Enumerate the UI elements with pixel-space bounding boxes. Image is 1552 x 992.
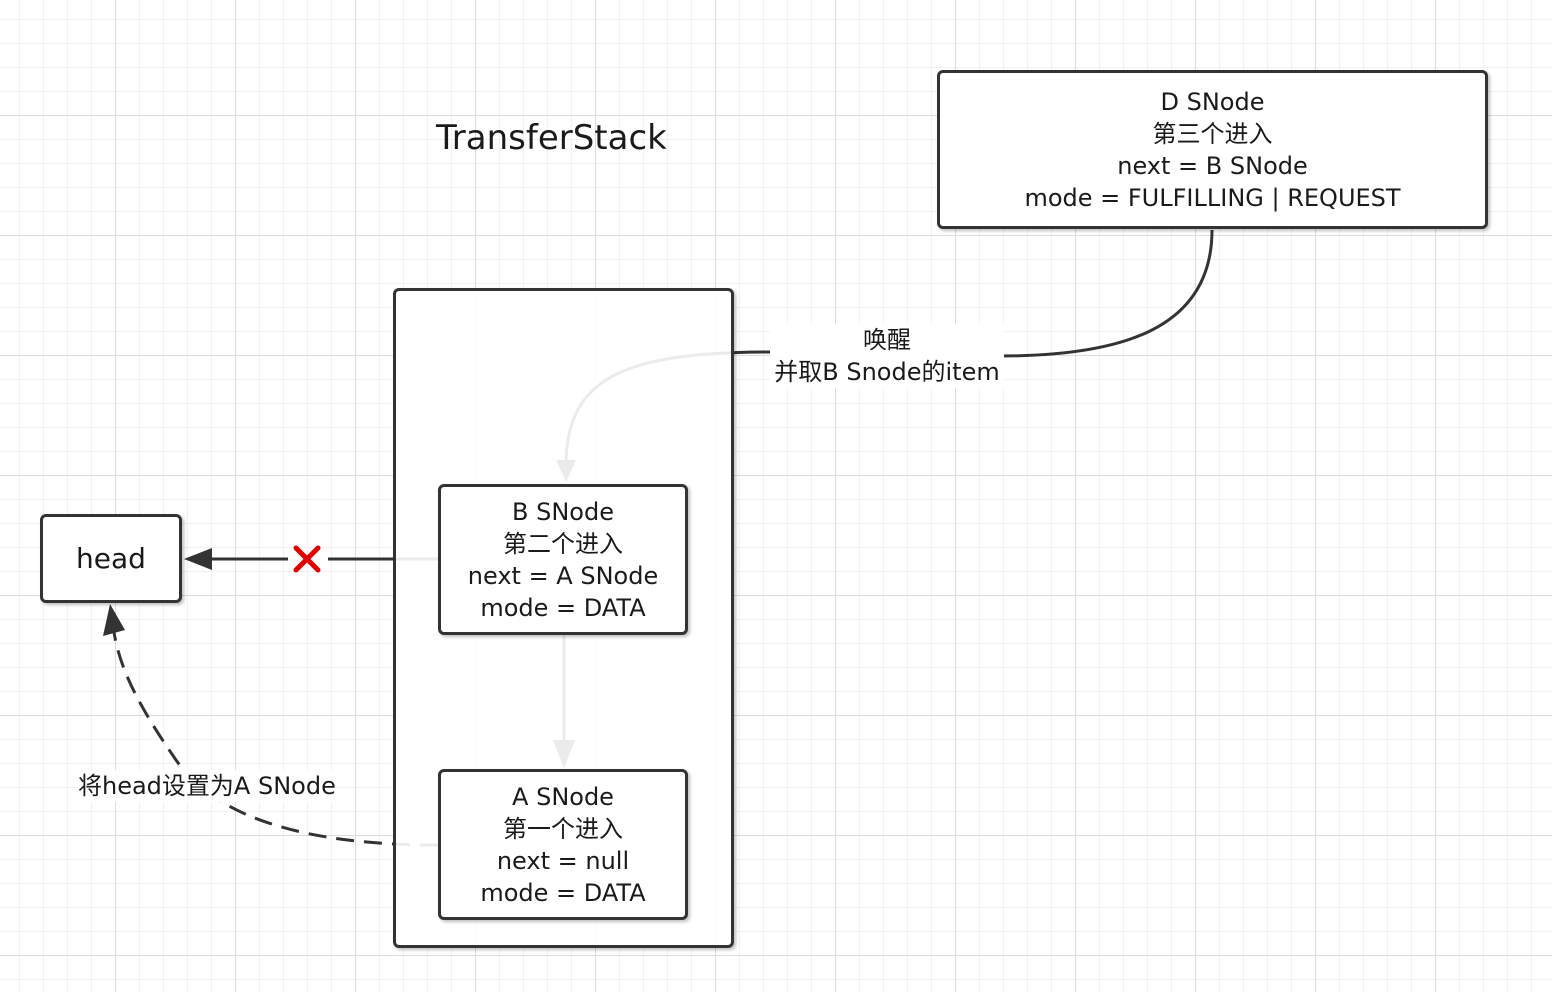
arrowhead-to-head (184, 548, 212, 570)
b-snode-order: 第二个进入 (503, 529, 623, 558)
a-snode-name: A SNode (512, 782, 614, 811)
a-snode-mode: mode = DATA (480, 878, 646, 907)
b-snode-mode: mode = DATA (480, 593, 646, 622)
diagram-title: TransferStack (436, 118, 667, 158)
set-head-edge-label: 将head设置为A SNode (78, 770, 336, 802)
b-snode-next: next = A SNode (467, 561, 659, 590)
b-snode-box: B SNode 第二个进入 next = A SNode mode = DATA (438, 484, 688, 635)
wake-edge-label-line1: 唤醒 (863, 326, 911, 354)
arrowhead-to-head-dashed (103, 604, 125, 636)
a-snode-order: 第一个进入 (503, 814, 623, 843)
d-snode-name: D SNode (1160, 87, 1265, 116)
b-snode-name: B SNode (512, 497, 614, 526)
d-snode-mode: mode = FULFILLING | REQUEST (1024, 183, 1401, 212)
wake-edge-label: 唤醒 并取B Snode的item (770, 324, 1004, 388)
edge-a-to-head-dashed (112, 631, 439, 847)
head-label: head (76, 541, 146, 575)
d-snode-next: next = B SNode (1117, 151, 1308, 180)
d-snode-order: 第三个进入 (1152, 119, 1273, 148)
a-snode-box: A SNode 第一个进入 next = null mode = DATA (438, 769, 688, 920)
cross-icon (293, 545, 321, 573)
a-snode-next: next = null (496, 846, 630, 875)
d-snode-box: D SNode 第三个进入 next = B SNode mode = FULF… (937, 70, 1488, 229)
wake-edge-label-line2: 并取B Snode的item (774, 358, 1000, 386)
head-box: head (40, 514, 182, 603)
